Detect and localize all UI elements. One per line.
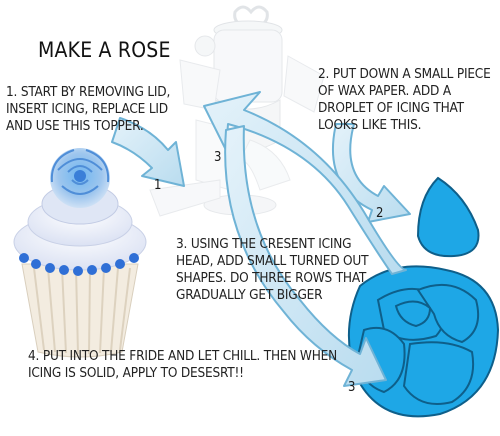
arrow-step-2 — [332, 123, 411, 223]
icing-droplet-shape — [416, 176, 480, 258]
arrow-step-3 — [203, 91, 407, 387]
cupcake-image — [13, 148, 147, 358]
arrow-number-3-bottom: 3 — [348, 380, 356, 395]
arrow-number-3-top: 3 — [214, 150, 222, 165]
arrow-number-1: 1 — [154, 178, 162, 193]
icing-bottle-image — [149, 5, 325, 217]
step-2-text: 2. PUT DOWN A SMALL PIECE OF WAX PAPER. … — [318, 66, 491, 133]
step-1-text: 1. START BY REMOVING LID, INSERT ICING, … — [6, 84, 171, 134]
page-title: MAKE A ROSE — [38, 38, 171, 62]
arrow-number-2: 2 — [376, 206, 384, 221]
arrow-step-1 — [111, 117, 185, 187]
step-4-text: 4. PUT INTO THE FRIDE AND LET CHILL. THE… — [28, 348, 337, 381]
step-3-text: 3. USING THE CRESENT ICING HEAD, ADD SMA… — [176, 236, 369, 303]
